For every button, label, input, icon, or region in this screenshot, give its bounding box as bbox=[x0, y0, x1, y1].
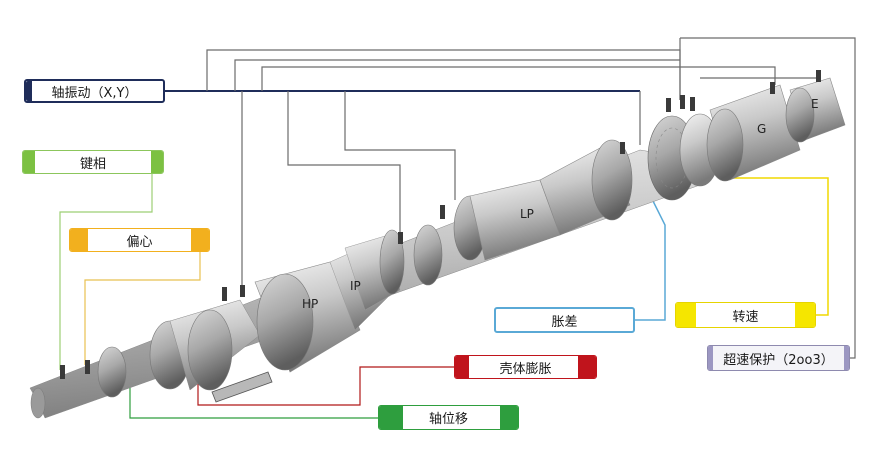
case-expansion-tag[interactable]: 壳体膨胀 bbox=[454, 355, 597, 379]
g-label: G bbox=[757, 122, 766, 136]
keyphasor-cap-left bbox=[23, 151, 35, 173]
front-bearing bbox=[97, 299, 261, 398]
vibration-cap bbox=[26, 81, 32, 101]
axial-position-tag[interactable]: 轴位移 bbox=[378, 405, 519, 430]
keyphasor-wire bbox=[59, 170, 153, 370]
case-expansion-wire bbox=[197, 366, 455, 406]
exciter: E bbox=[785, 77, 846, 143]
vibration-tag[interactable]: 轴振动（X,Y） bbox=[24, 79, 165, 103]
diff-expansion-label: 胀差 bbox=[551, 314, 578, 330]
eccentricity-tag[interactable]: 偏心 bbox=[69, 228, 210, 252]
ip-section: IP bbox=[344, 224, 443, 311]
eccentricity-cap-right bbox=[191, 229, 209, 251]
e-label: E bbox=[811, 97, 819, 111]
speed-wire bbox=[728, 177, 829, 316]
eccentricity-wire bbox=[84, 252, 201, 365]
overspeed-label: 超速保护（2oo3） bbox=[723, 352, 834, 368]
speed-cap-right bbox=[795, 303, 815, 327]
hp-label: HP bbox=[302, 297, 318, 311]
lp-label: LP bbox=[520, 207, 534, 221]
case-expansion-label: 壳体膨胀 bbox=[499, 361, 552, 377]
shaft-end bbox=[30, 387, 46, 419]
diff-expansion-tag[interactable]: 胀差 bbox=[494, 307, 635, 333]
case-expansion-cap-left bbox=[455, 356, 469, 378]
speed-tag[interactable]: 转速 bbox=[675, 302, 816, 328]
keyphasor-tag[interactable]: 键相 bbox=[22, 150, 164, 174]
speed-cap-left bbox=[676, 303, 696, 327]
overspeed-tag[interactable]: 超速保护（2oo3） bbox=[707, 345, 850, 371]
axial-position-cap-right bbox=[500, 406, 518, 429]
diff-expansion-wire bbox=[632, 194, 666, 321]
overspeed-cap-right bbox=[844, 346, 849, 370]
probe-markers bbox=[60, 70, 821, 379]
speed-label: 转速 bbox=[732, 309, 759, 325]
keyphasor-cap-right bbox=[151, 151, 163, 173]
axial-position-cap-left bbox=[379, 406, 403, 429]
eccentricity-label: 偏心 bbox=[126, 234, 153, 250]
case-expansion-cap-right bbox=[578, 356, 596, 378]
vibration-label: 轴振动（X,Y） bbox=[51, 85, 138, 101]
axial-position-label: 轴位移 bbox=[428, 412, 468, 427]
sensor-wires bbox=[206, 37, 856, 359]
eccentricity-cap-left bbox=[70, 229, 88, 251]
generator: G bbox=[706, 84, 801, 182]
overspeed-cap-left bbox=[708, 346, 713, 370]
ip-label: IP bbox=[350, 279, 361, 293]
lp-section: LP bbox=[453, 139, 633, 261]
case-expansion-sensor bbox=[211, 371, 273, 403]
keyphasor-label: 键相 bbox=[79, 156, 106, 172]
